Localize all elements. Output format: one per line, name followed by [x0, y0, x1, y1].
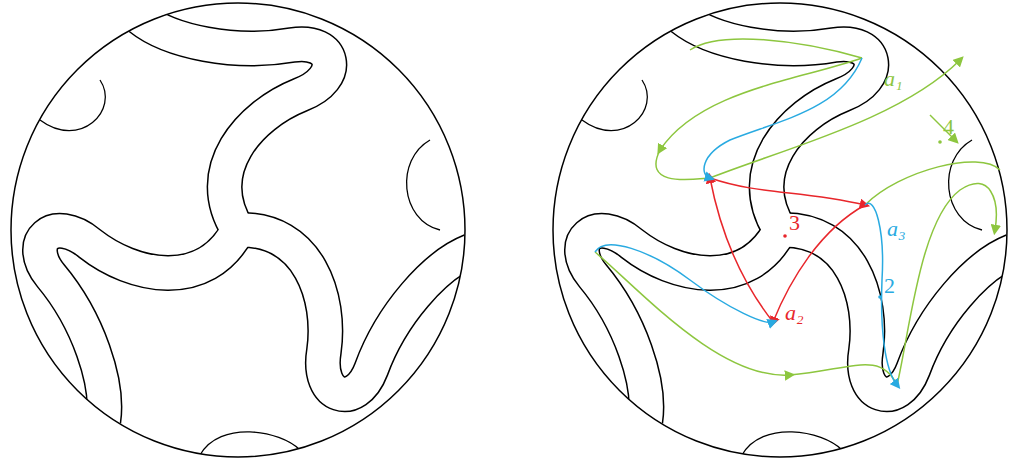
- region-number: 2: [884, 275, 895, 297]
- curve-label: a₃: [887, 218, 906, 240]
- curve-label: a₂: [785, 302, 804, 324]
- curve-label: a₁: [884, 68, 903, 90]
- region-number: 3: [789, 212, 800, 234]
- region-number: 4: [943, 116, 954, 138]
